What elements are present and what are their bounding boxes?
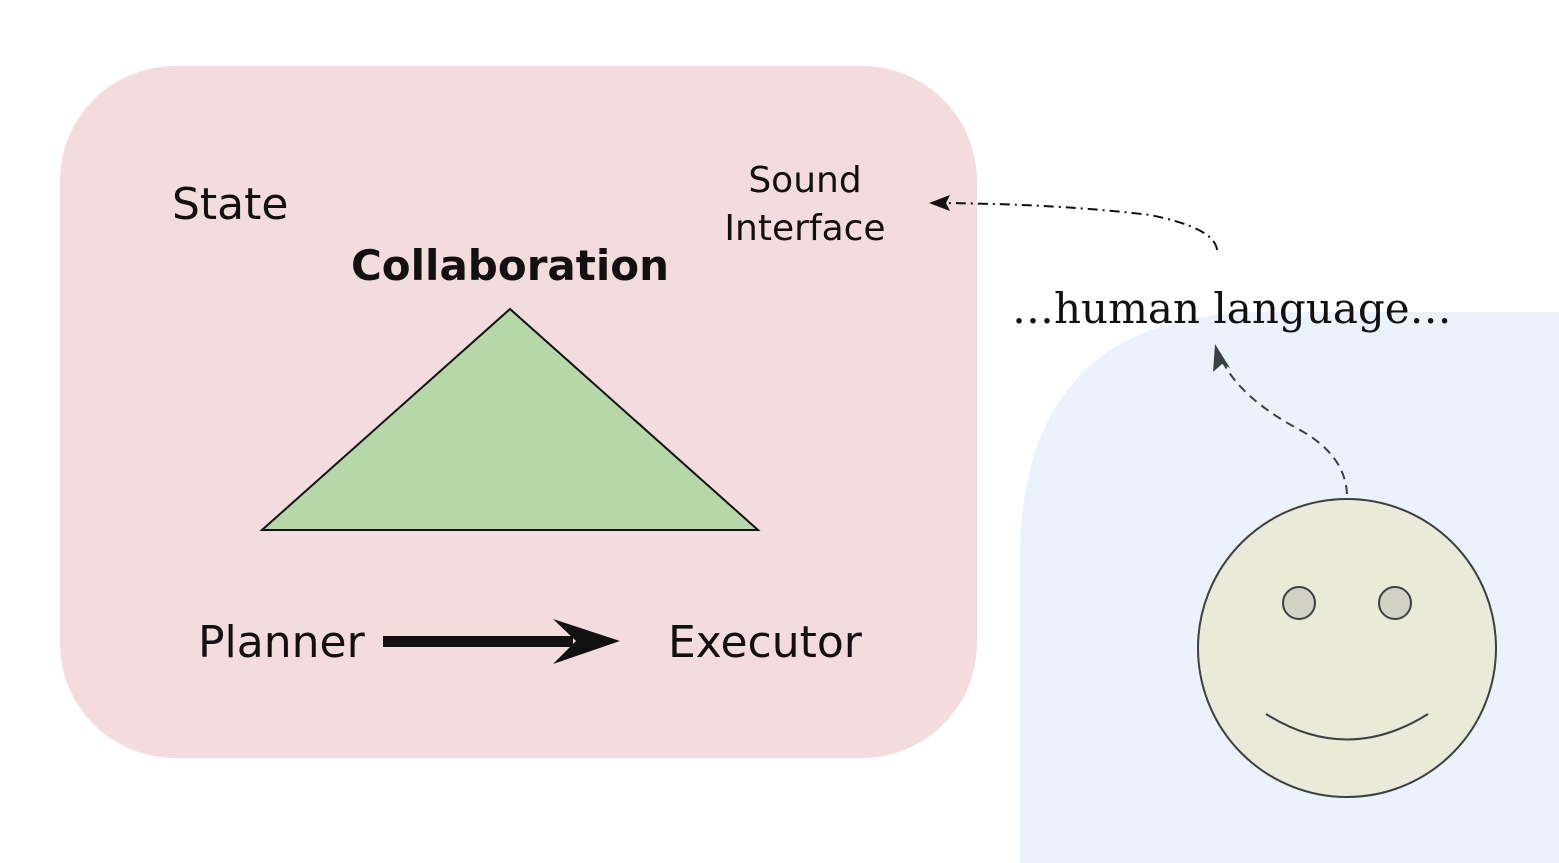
arrow-right-icon [383,619,620,664]
sound-interface-label-line2: Interface [724,208,885,249]
executor-label: Executor [668,617,863,668]
speech-to-interface-arrowhead [929,195,950,211]
smiley-face-icon [1197,498,1497,798]
collaboration-label: Collaboration [351,241,669,290]
planner-label: Planner [198,617,366,668]
collaboration-triangle [259,307,761,531]
mouth-icon [1265,713,1429,741]
right-eye-icon [1378,586,1412,620]
left-eye-icon [1282,586,1316,620]
human-language-label: …human language… [1012,284,1452,333]
speech-to-interface-arrow [939,202,1218,251]
state-label: State [172,179,288,230]
sound-interface-label-line1: Sound [748,160,861,201]
face-to-language-arrow [1221,359,1348,495]
face-to-language-arrowhead [1213,344,1230,372]
